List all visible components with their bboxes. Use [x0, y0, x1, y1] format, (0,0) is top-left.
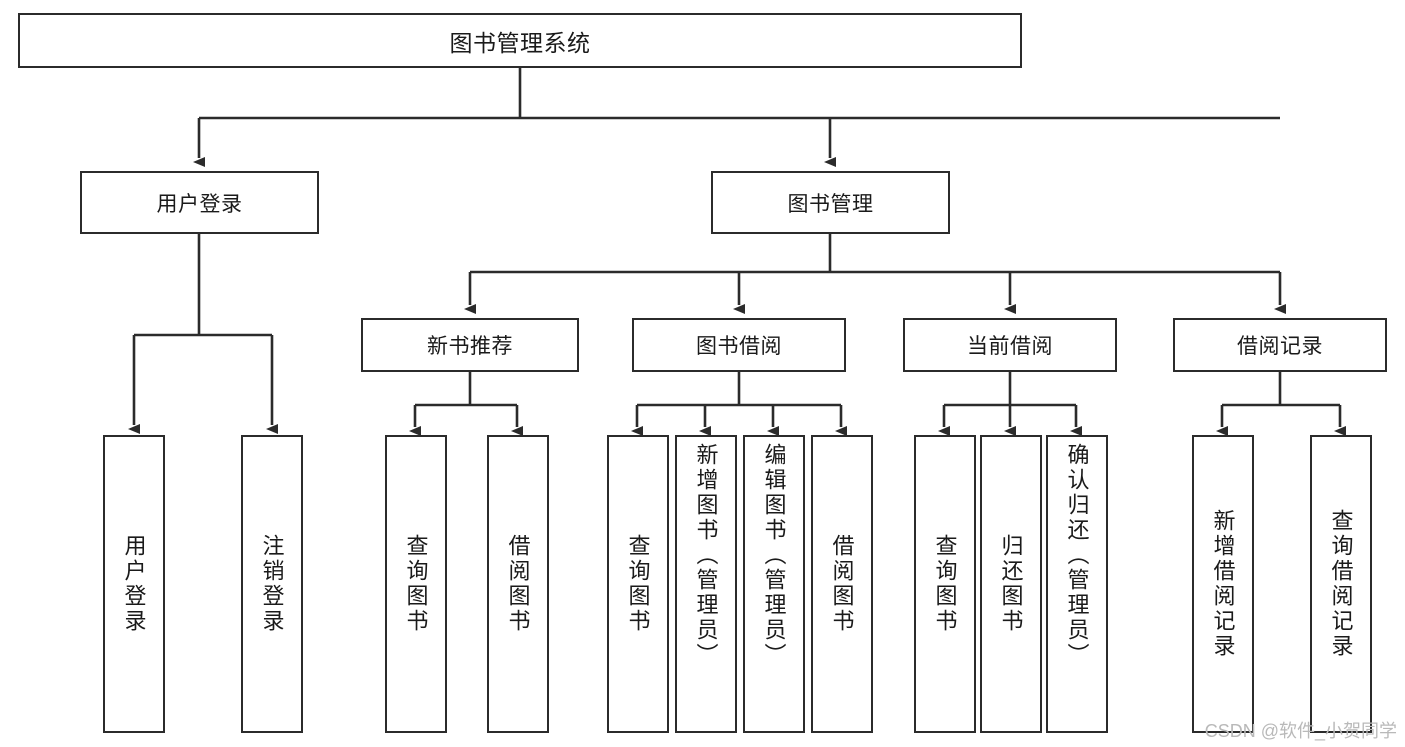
leaf-br-add-record[interactable]: 新增借阅记录 — [1192, 435, 1254, 733]
node-label: 用户登录 — [156, 192, 243, 216]
node-borrow-record[interactable]: 借阅记录 — [1173, 318, 1387, 372]
leaf-logout[interactable]: 注销登录 — [241, 435, 303, 733]
leaf-bb-borrow-book[interactable]: 借阅图书 — [811, 435, 873, 733]
node-label: 确认归还（管理员） — [1064, 443, 1090, 668]
leaf-cb-query-book[interactable]: 查询图书 — [914, 435, 976, 733]
node-label: 图书借阅 — [696, 335, 782, 358]
node-label: 借阅图书 — [505, 534, 531, 634]
node-label: 归还图书 — [998, 534, 1024, 634]
node-label: 注销登录 — [259, 534, 285, 634]
node-label: 查询图书 — [403, 534, 429, 634]
node-label: 用户登录 — [121, 534, 147, 634]
node-label: 新增借阅记录 — [1210, 509, 1236, 659]
node-label: 查询图书 — [932, 534, 958, 634]
node-current-borrow[interactable]: 当前借阅 — [903, 318, 1117, 372]
node-new-book-recommend[interactable]: 新书推荐 — [361, 318, 579, 372]
leaf-cb-confirm-return-admin[interactable]: 确认归还（管理员） — [1046, 435, 1108, 733]
node-label: 图书管理系统 — [449, 29, 591, 56]
node-label: 借阅记录 — [1237, 335, 1323, 358]
node-label: 查询图书 — [625, 534, 651, 634]
node-label: 新增图书（管理员） — [693, 443, 719, 668]
leaf-nb-borrow-book[interactable]: 借阅图书 — [487, 435, 549, 733]
node-label: 新书推荐 — [427, 335, 513, 358]
leaf-br-query-record[interactable]: 查询借阅记录 — [1310, 435, 1372, 733]
node-user-login[interactable]: 用户登录 — [80, 171, 319, 234]
leaf-nb-query-book[interactable]: 查询图书 — [385, 435, 447, 733]
node-label: 借阅图书 — [829, 534, 855, 634]
leaf-bb-edit-book-admin[interactable]: 编辑图书（管理员） — [743, 435, 805, 733]
leaf-bb-add-book-admin[interactable]: 新增图书（管理员） — [675, 435, 737, 733]
leaf-cb-return-book[interactable]: 归还图书 — [980, 435, 1042, 733]
leaf-user-login[interactable]: 用户登录 — [103, 435, 165, 733]
node-label: 查询借阅记录 — [1328, 509, 1354, 659]
leaf-bb-query-book[interactable]: 查询图书 — [607, 435, 669, 733]
node-root-book-management-system[interactable]: 图书管理系统 — [18, 13, 1022, 68]
node-book-management[interactable]: 图书管理 — [711, 171, 950, 234]
watermark-text: CSDN @软件_小贺同学 — [1204, 721, 1397, 741]
node-label: 编辑图书（管理员） — [761, 443, 787, 668]
node-book-borrow[interactable]: 图书借阅 — [632, 318, 846, 372]
node-label: 图书管理 — [787, 192, 874, 216]
node-label: 当前借阅 — [967, 335, 1053, 358]
